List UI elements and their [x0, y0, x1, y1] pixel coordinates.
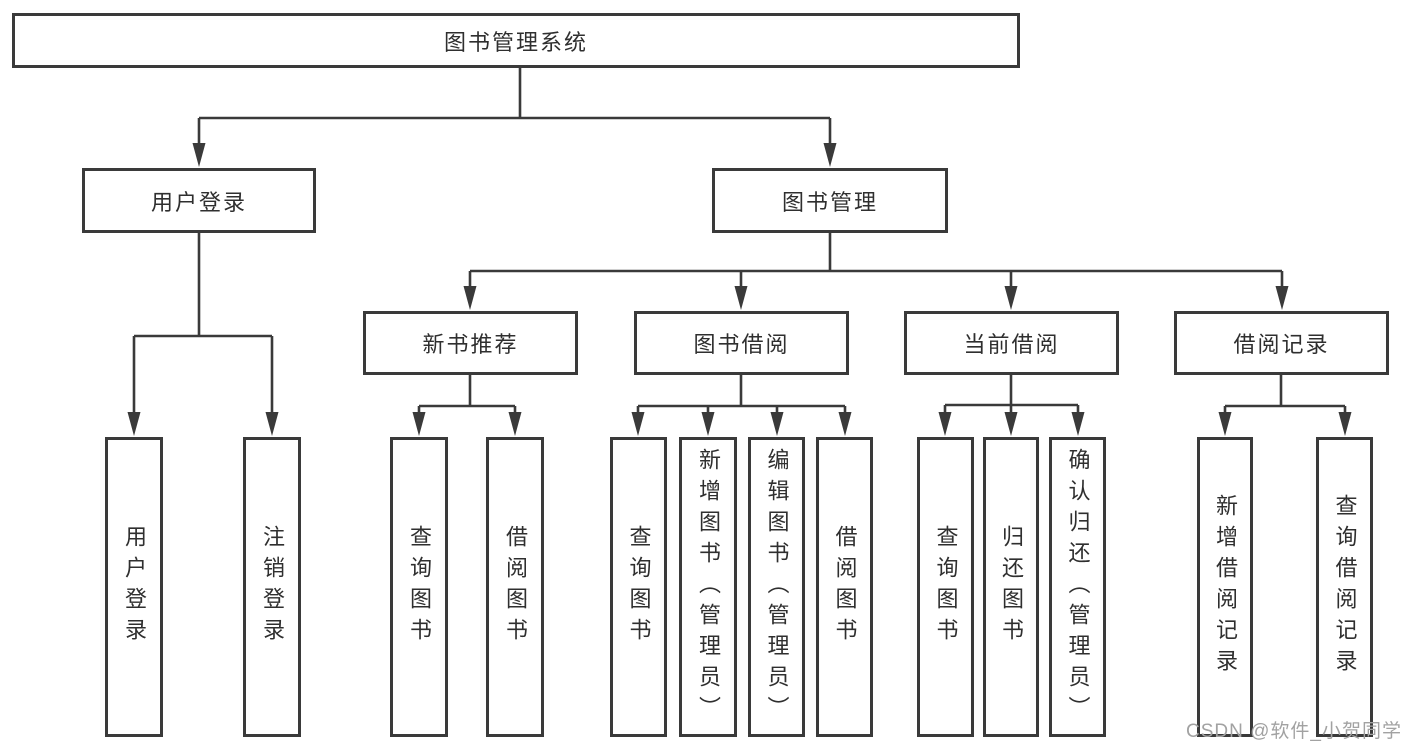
node-borrow-record-label: 借阅记录 [1233, 332, 1330, 357]
node-borrow-record: 借阅记录 [1174, 311, 1389, 375]
leaf-borrow-book-label: 借阅图书 [832, 525, 858, 649]
leaf-user-login-label: 用户登录 [122, 525, 147, 649]
leaf-current-query-book: 查询图书 [917, 437, 974, 737]
node-root-label: 图书管理系统 [443, 29, 588, 55]
leaf-logout: 注销登录 [243, 437, 301, 737]
leaf-borrow-query-book: 查询图书 [610, 437, 667, 737]
leaf-return-book: 归还图书 [983, 437, 1039, 737]
leaf-current-query-book-label: 查询图书 [933, 525, 959, 649]
leaf-confirm-return-admin: 确认归还（管理员） [1049, 437, 1106, 737]
node-new-book-recommend-label: 新书推荐 [422, 332, 519, 357]
node-new-book-recommend: 新书推荐 [363, 311, 578, 375]
leaf-add-borrow-record-label: 新增借阅记录 [1213, 494, 1238, 680]
leaf-newbook-query-book-label: 查询图书 [407, 525, 432, 649]
leaf-borrow-query-book-label: 查询图书 [626, 525, 652, 649]
leaf-return-book-label: 归还图书 [999, 525, 1024, 649]
node-book-borrow-label: 图书借阅 [693, 332, 790, 357]
node-book-borrow: 图书借阅 [634, 311, 849, 375]
leaf-add-book-admin-label: 新增图书（管理员） [696, 447, 721, 727]
node-current-borrow-label: 当前借阅 [963, 332, 1060, 357]
node-book-management-label: 图书管理 [781, 189, 878, 215]
leaf-confirm-return-admin-label: 确认归还（管理员） [1065, 447, 1091, 727]
leaf-add-borrow-record: 新增借阅记录 [1197, 437, 1253, 737]
leaf-edit-book-admin-label: 编辑图书（管理员） [764, 447, 790, 727]
leaf-newbook-borrow-book: 借阅图书 [486, 437, 544, 737]
node-user-login: 用户登录 [82, 168, 316, 233]
leaf-newbook-query-book: 查询图书 [390, 437, 448, 737]
node-book-management: 图书管理 [712, 168, 948, 233]
node-user-login-label: 用户登录 [150, 189, 247, 215]
leaf-edit-book-admin: 编辑图书（管理员） [748, 437, 805, 737]
leaf-user-login: 用户登录 [105, 437, 163, 737]
leaf-logout-label: 注销登录 [260, 525, 285, 649]
csdn-watermark: CSDN @软件_小贺同学 [1186, 721, 1402, 742]
arrowheads [127, 143, 1352, 436]
leaf-borrow-book: 借阅图书 [816, 437, 873, 737]
leaf-newbook-borrow-book-label: 借阅图书 [503, 525, 528, 649]
leaf-add-book-admin: 新增图书（管理员） [679, 437, 737, 737]
leaf-query-borrow-record-label: 查询借阅记录 [1332, 494, 1358, 680]
leaf-query-borrow-record: 查询借阅记录 [1316, 437, 1373, 737]
node-root: 图书管理系统 [12, 13, 1020, 68]
node-current-borrow: 当前借阅 [904, 311, 1119, 375]
